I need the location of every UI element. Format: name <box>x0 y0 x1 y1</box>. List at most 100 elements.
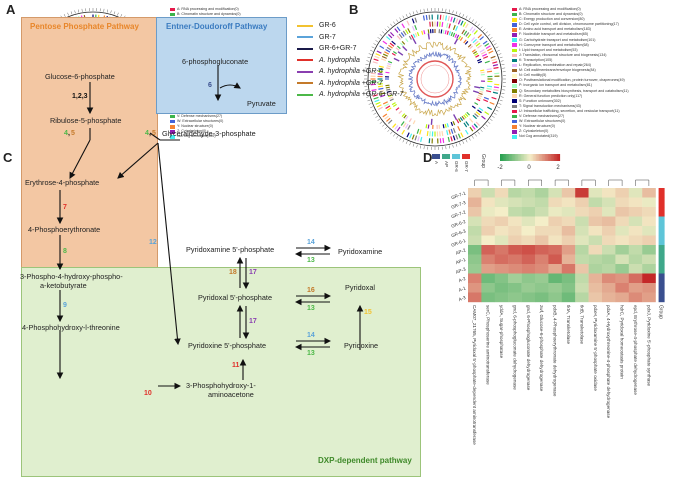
row-group-bar <box>658 188 665 198</box>
row-group-bar <box>658 264 665 274</box>
legend-label: J: Translation, ribosomal structure and … <box>519 52 607 57</box>
heatmap-cell <box>561 254 576 265</box>
legend-swatch <box>512 68 517 73</box>
heatmap-cell <box>588 254 603 265</box>
heatmap-cell <box>468 245 482 255</box>
color-scale-segment <box>554 154 556 161</box>
legend-label: B: Chromatin structure and dynamics(0) <box>519 12 583 17</box>
cog-legend-b-item: Z: Cytoskeleton(0) <box>512 129 629 134</box>
legend-swatch <box>512 58 517 63</box>
legend-swatch <box>512 94 517 98</box>
row-group-bar <box>658 207 665 217</box>
heatmap-cell <box>628 216 643 227</box>
legend-swatch <box>512 12 517 17</box>
legend-label: A: RNA processing and modification(0) <box>519 7 581 11</box>
color-scale-segment <box>506 154 508 161</box>
legend-label: V: Defense mechanisms(27) <box>519 113 565 118</box>
heatmap-column-label: tktB, Transketolase <box>579 305 584 345</box>
row-group-bar <box>658 216 665 227</box>
heatmap-cell <box>521 254 536 265</box>
heatmap-cell <box>602 264 616 274</box>
legend-swatch <box>512 33 517 37</box>
enzyme-11: 11 <box>232 362 240 369</box>
dxp-title: DXP-dependent pathway <box>318 456 412 465</box>
color-scale-tick: 0 <box>527 165 531 171</box>
heatmap-column-label: hdrC, Pyridoxal homeostasis protein <box>620 305 625 379</box>
cog-legend-b-item: A: RNA processing and modification(0) <box>512 7 629 12</box>
heatmap-cell <box>521 197 536 208</box>
heatmap-cell <box>508 235 522 246</box>
group-legend-label: GR-7 <box>464 161 469 172</box>
panel-label-c: C <box>3 150 13 165</box>
legend-swatch <box>512 99 517 104</box>
heatmap-cell <box>561 207 576 217</box>
heatmap-cell <box>602 292 616 303</box>
heatmap-cell <box>548 245 562 255</box>
heatmap-row-label: GR-6-2 <box>450 219 466 229</box>
legend-label: M: Cell wall/membrane/envelope biogenesi… <box>519 68 596 73</box>
legend-swatch <box>512 63 517 68</box>
color-scale-segment <box>528 154 531 161</box>
cog-legend-b-item: W: Extracellular structures(0) <box>512 119 629 124</box>
legend-swatch <box>512 89 517 93</box>
heatmap-cell <box>588 245 603 255</box>
heatmap-cell <box>602 273 616 284</box>
heatmap-cell <box>575 226 589 236</box>
heatmap-cell <box>575 254 589 265</box>
color-scale-segment <box>513 154 516 161</box>
metabolite-pyruvate: Pyruvate <box>247 99 276 108</box>
heatmap-cell <box>588 207 603 217</box>
row-group-bar <box>658 273 665 284</box>
heatmap-cell <box>588 197 603 208</box>
heatmap-row-label: GR-7-3 <box>450 200 466 210</box>
heatmap-cell <box>548 254 562 265</box>
cog-legend-b-item: Q: Secondary metabolites biosynthesis, t… <box>512 89 629 94</box>
heatmap-cell <box>494 264 509 274</box>
heatmap-cell <box>575 216 589 227</box>
legend-label: A. hydrophila <box>319 56 360 64</box>
color-scale-segment <box>530 154 532 161</box>
color-scale-segment <box>507 154 510 161</box>
heatmap-cell <box>494 235 509 246</box>
heatmap-cell <box>602 188 616 198</box>
heatmap-cell <box>575 273 589 284</box>
color-scale-segment <box>503 154 505 161</box>
heatmap-cell <box>468 283 482 293</box>
cog-legend-b-item: P: Inorganic ion transport and metabolis… <box>512 83 629 88</box>
metabolite-6-phosphogluconate: 6-phosphogluconate <box>182 57 249 66</box>
legend-swatch <box>512 23 517 27</box>
legend-swatch <box>512 53 517 58</box>
cog-legend-b-item: C: Energy production and conversion(80) <box>512 17 629 22</box>
cog-legend-b-item: M: Cell wall/membrane/envelope biogenesi… <box>512 68 629 73</box>
heatmap-cell <box>628 292 643 303</box>
color-scale-segment <box>536 154 538 161</box>
legend-swatch <box>512 104 517 109</box>
legend-label: R: General function prediction only(117) <box>519 93 583 98</box>
panel-label-b: B <box>349 2 359 17</box>
heatmap-cell <box>575 207 589 217</box>
heatmap-cell <box>602 207 616 217</box>
pentose-phosphate-box <box>21 17 158 289</box>
heatmap-cell <box>588 188 603 198</box>
heatmap-cell <box>481 283 495 293</box>
color-scale-segment <box>515 154 517 161</box>
metabolite-pyridoxamine-5-phosphate: Pyridoxamine 5'-phosphate <box>186 245 275 254</box>
heatmap-cell <box>548 283 562 293</box>
legend-label: A. hydrophila +GR-6 <box>319 68 383 75</box>
heatmap-column-label: yddA, Sugar-phosphatase <box>499 305 504 359</box>
heatmap-cell <box>575 235 589 246</box>
metabolite-3-phosphohydroxy-aminoacetone-1: 3-Phosphohydroxy-1- <box>186 381 256 390</box>
color-scale-segment <box>534 154 537 161</box>
treatment-legend-item: GR-6+GR-7 <box>297 45 357 52</box>
panel-label-a: A <box>6 2 16 17</box>
heatmap-cell <box>508 264 522 274</box>
color-scale-segment <box>504 154 507 161</box>
color-scale-segment <box>522 154 525 161</box>
legend-swatch <box>170 135 175 139</box>
heatmap-cell <box>575 292 589 303</box>
heatmap-cell <box>588 292 603 303</box>
heatmap-cell <box>468 197 482 208</box>
heatmap-cell <box>494 197 509 208</box>
legend-label: E: Amino acid transport and metabolism(1… <box>519 27 591 32</box>
heatmap-row-label: AP-3 <box>455 266 467 274</box>
